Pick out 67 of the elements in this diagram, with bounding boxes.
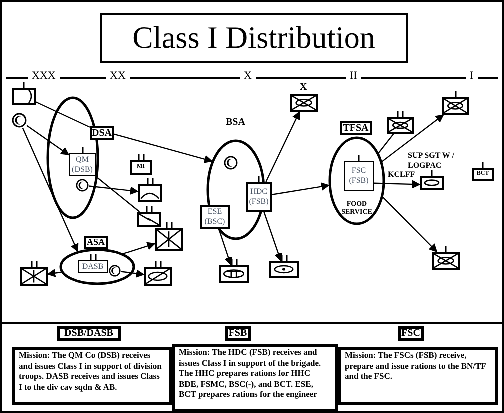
arrow bbox=[120, 270, 145, 278]
unit-symbol bbox=[144, 261, 172, 286]
unit-symbol bbox=[442, 91, 469, 115]
arrow bbox=[218, 228, 233, 266]
arrow bbox=[26, 125, 70, 156]
unit-symbol bbox=[387, 111, 414, 134]
area-name: X bbox=[300, 82, 308, 94]
note-label: KCLFF bbox=[388, 170, 416, 180]
unit-box bbox=[130, 154, 152, 175]
class-i-symbol bbox=[109, 265, 121, 277]
mission-text: Mission: The QM Co (DSB) receives and issues Class I in support of division troops. DASB receives and issues Class I to the div cav sqdn & AB. bbox=[19, 350, 163, 392]
mission-text: Mission: The HDC (FSB) receives and issues Class I in support of the brigade. The HHC prepares rations for HHC BDE, FSMC, BSC(-), and BCT. ESE, BCT prepares rations for the engineer bbox=[179, 347, 322, 400]
unit-box bbox=[69, 147, 96, 176]
section-heading-box bbox=[225, 326, 251, 341]
title: Class I Distribution bbox=[132, 18, 376, 57]
unit-symbol bbox=[219, 259, 249, 283]
mission-box bbox=[12, 347, 172, 405]
area-name: BSA bbox=[226, 117, 246, 129]
unit-symbol bbox=[432, 246, 460, 270]
area-label: ASA bbox=[86, 236, 105, 249]
arrow bbox=[47, 269, 62, 278]
unit-box bbox=[344, 155, 374, 191]
section-heading: FSB bbox=[228, 327, 248, 341]
note-label: SUP SGT W / LOGPAC bbox=[408, 151, 456, 171]
section-heading-box bbox=[57, 326, 121, 341]
unit-box bbox=[200, 205, 230, 229]
area-label-box bbox=[84, 236, 108, 249]
area-ellipse bbox=[60, 249, 135, 285]
unit-label: QM (DSB) bbox=[71, 154, 94, 174]
arrow bbox=[22, 128, 79, 252]
arrow bbox=[114, 134, 213, 164]
unit-box bbox=[472, 162, 494, 181]
area-ellipse bbox=[329, 137, 385, 225]
unit-symbol bbox=[138, 178, 162, 202]
unit-symbol bbox=[20, 261, 48, 286]
unit-box bbox=[246, 176, 272, 212]
mission-box bbox=[338, 347, 498, 405]
class-i-symbol bbox=[224, 156, 238, 170]
unit-label: DASB bbox=[82, 260, 104, 272]
area-label-box bbox=[340, 121, 372, 135]
mission-box bbox=[172, 344, 338, 411]
unit-symbol bbox=[137, 206, 161, 227]
section-heading: DSB/DASB bbox=[64, 327, 114, 341]
unit-symbol bbox=[12, 82, 36, 105]
unit-symbol bbox=[290, 94, 318, 112]
area-label: TFSA bbox=[343, 122, 369, 136]
arrow bbox=[272, 182, 330, 196]
arrow bbox=[266, 111, 300, 182]
arrow bbox=[88, 186, 139, 195]
area-label: DSA bbox=[92, 126, 112, 140]
section-heading: FSC bbox=[402, 327, 420, 341]
unit-label: HDC (FSB) bbox=[248, 187, 270, 207]
arrow bbox=[374, 180, 421, 189]
unit-label: FSC (FSB) bbox=[348, 166, 370, 186]
unit-box bbox=[78, 254, 108, 273]
arrow bbox=[123, 242, 156, 255]
unit-symbol bbox=[155, 222, 183, 251]
arrow bbox=[382, 114, 444, 162]
class-i-symbol bbox=[12, 113, 27, 128]
arrow bbox=[382, 196, 438, 253]
class-i-symbol bbox=[76, 179, 89, 192]
mission-text: Mission: The FSCs (FSB) receive, prepare and issue rations to the BN/TF and the FSC. bbox=[345, 350, 488, 382]
unit-symbol bbox=[420, 170, 444, 190]
unit-label: ESE (BSC) bbox=[204, 207, 226, 227]
unit-symbol bbox=[269, 255, 299, 278]
arrow bbox=[264, 212, 283, 262]
section-heading-box bbox=[398, 326, 424, 341]
